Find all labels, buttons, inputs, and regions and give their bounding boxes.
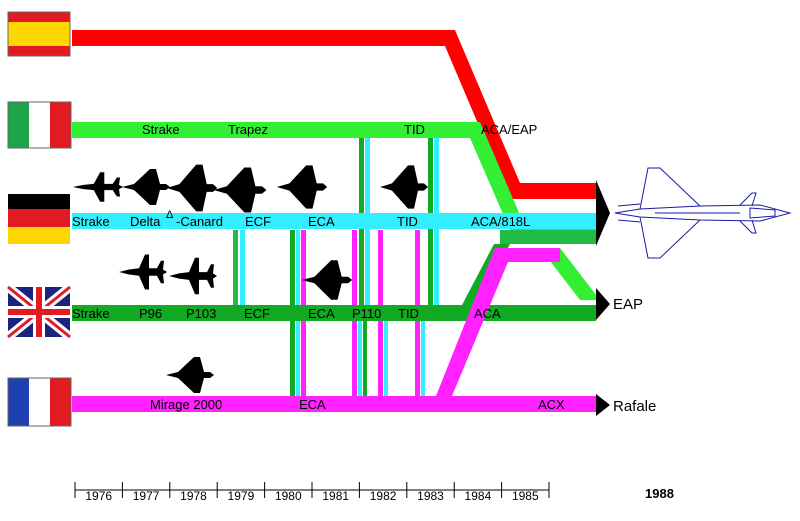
- germany-eca-label: ECA: [308, 214, 335, 229]
- germany-aca-818l-label: ACA/818L: [471, 214, 530, 229]
- connector: [384, 306, 388, 396]
- italy-trapez-label: Trapez: [228, 122, 268, 137]
- uk-p103-label: P103: [186, 306, 216, 321]
- aircraft-icon: [72, 172, 124, 202]
- france-aircraft-silhouettes: [166, 357, 214, 393]
- germany-path: [72, 213, 596, 229]
- timeline-axis: 1976 1977 1978 1979 1980 1981 1982 1983 1984 1985…: [74, 482, 674, 503]
- uk-flag-icon: [5, 283, 73, 341]
- arrow-rafale-icon: [596, 394, 610, 416]
- connector: [233, 230, 238, 306]
- timeline-year-labels: 1976 1977 1978 1979 1980 1981 1982 1983 1984 1985: [85, 489, 539, 503]
- germany-lane: [72, 213, 596, 244]
- final-year-label: 1988: [645, 486, 674, 501]
- france-labels: Mirage 2000 ECA ACX: [150, 397, 565, 412]
- aircraft-icon: [169, 257, 217, 295]
- timeline-year-label: 1979: [228, 489, 255, 503]
- arrow-eap-icon: [596, 288, 610, 320]
- france-lane: [72, 248, 596, 412]
- germany-delta-label: Delta: [130, 214, 161, 229]
- france-acx-label: ACX: [538, 397, 565, 412]
- timeline-year-label: 1981: [322, 489, 349, 503]
- aircraft-icon: [122, 169, 170, 205]
- italy-aca-eap-label: ACA/EAP: [481, 122, 537, 137]
- timeline-ticks: [74, 482, 550, 498]
- arrow-eurofighter-icon: [596, 180, 610, 246]
- france-to-aca-branch: [436, 248, 560, 396]
- spain-path: [72, 30, 596, 199]
- germany-canard-label: -Canard: [176, 214, 223, 229]
- aircraft-icon: [276, 165, 328, 209]
- italy-tid-label: TID: [404, 122, 425, 137]
- spain-flag-icon: [7, 11, 71, 57]
- germany-green-band: [500, 230, 596, 244]
- connector: [358, 306, 362, 396]
- uk-p110-label: P110: [352, 306, 381, 321]
- germany-strake-label: Strake: [72, 214, 110, 229]
- uk-labels: Strake P96 P103 ECF ECA P110 TID ACA: [72, 306, 501, 321]
- timeline-year-label: 1978: [180, 489, 207, 503]
- uk-path: [72, 305, 596, 321]
- uk-p96-label: P96: [139, 306, 162, 321]
- germany-labels: Strake Delta Δ -Canard ECF ECA TID ACA/8…: [72, 209, 530, 229]
- germany-aircraft-silhouettes: [72, 164, 428, 213]
- outcome-labels: EAP Rafale: [613, 296, 656, 415]
- germany-tid-label: TID: [397, 214, 418, 229]
- italy-strake-label: Strake: [142, 122, 180, 137]
- aircraft-icon: [213, 167, 267, 213]
- france-mirage-label: Mirage 2000: [150, 397, 222, 412]
- france-eca-label: ECA: [299, 397, 326, 412]
- italy-flag-icon: [7, 101, 72, 149]
- uk-aca-label: ACA: [474, 306, 501, 321]
- timeline-year-label: 1977: [133, 489, 160, 503]
- rafale-outcome-label: Rafale: [613, 398, 656, 415]
- timeline-year-label: 1983: [417, 489, 444, 503]
- aircraft-icon: [166, 164, 218, 212]
- uk-strake-label: Strake: [72, 306, 110, 321]
- timeline-year-label: 1982: [370, 489, 397, 503]
- uk-tid-label: TID: [398, 306, 419, 321]
- aircraft-icon: [166, 357, 214, 393]
- spain-lane: [72, 30, 596, 199]
- connector: [363, 306, 367, 396]
- france-path: [72, 396, 596, 412]
- germany-delta-symbol: Δ: [166, 209, 174, 221]
- aircraft-icon: [119, 254, 167, 290]
- eurofighter-outline-icon: [614, 167, 792, 259]
- france-flag-icon: [7, 377, 72, 427]
- uk-ecf-label: ECF: [244, 306, 270, 321]
- timeline-year-label: 1980: [275, 489, 302, 503]
- aircraft-icon: [380, 165, 428, 209]
- connector: [421, 306, 425, 396]
- eap-outcome-label: EAP: [613, 296, 643, 313]
- timeline-year-label: 1984: [465, 489, 492, 503]
- arrowheads: [596, 180, 610, 416]
- timeline-year-label: 1985: [512, 489, 539, 503]
- italy-labels: Strake Trapez TID ACA/EAP: [142, 122, 537, 137]
- germany-ecf-label: ECF: [245, 214, 271, 229]
- aircraft-icon: [301, 260, 353, 300]
- germany-flag-icon: [8, 194, 70, 244]
- uk-eca-label: ECA: [308, 306, 335, 321]
- connector: [240, 230, 245, 306]
- timeline-year-label: 1976: [85, 489, 112, 503]
